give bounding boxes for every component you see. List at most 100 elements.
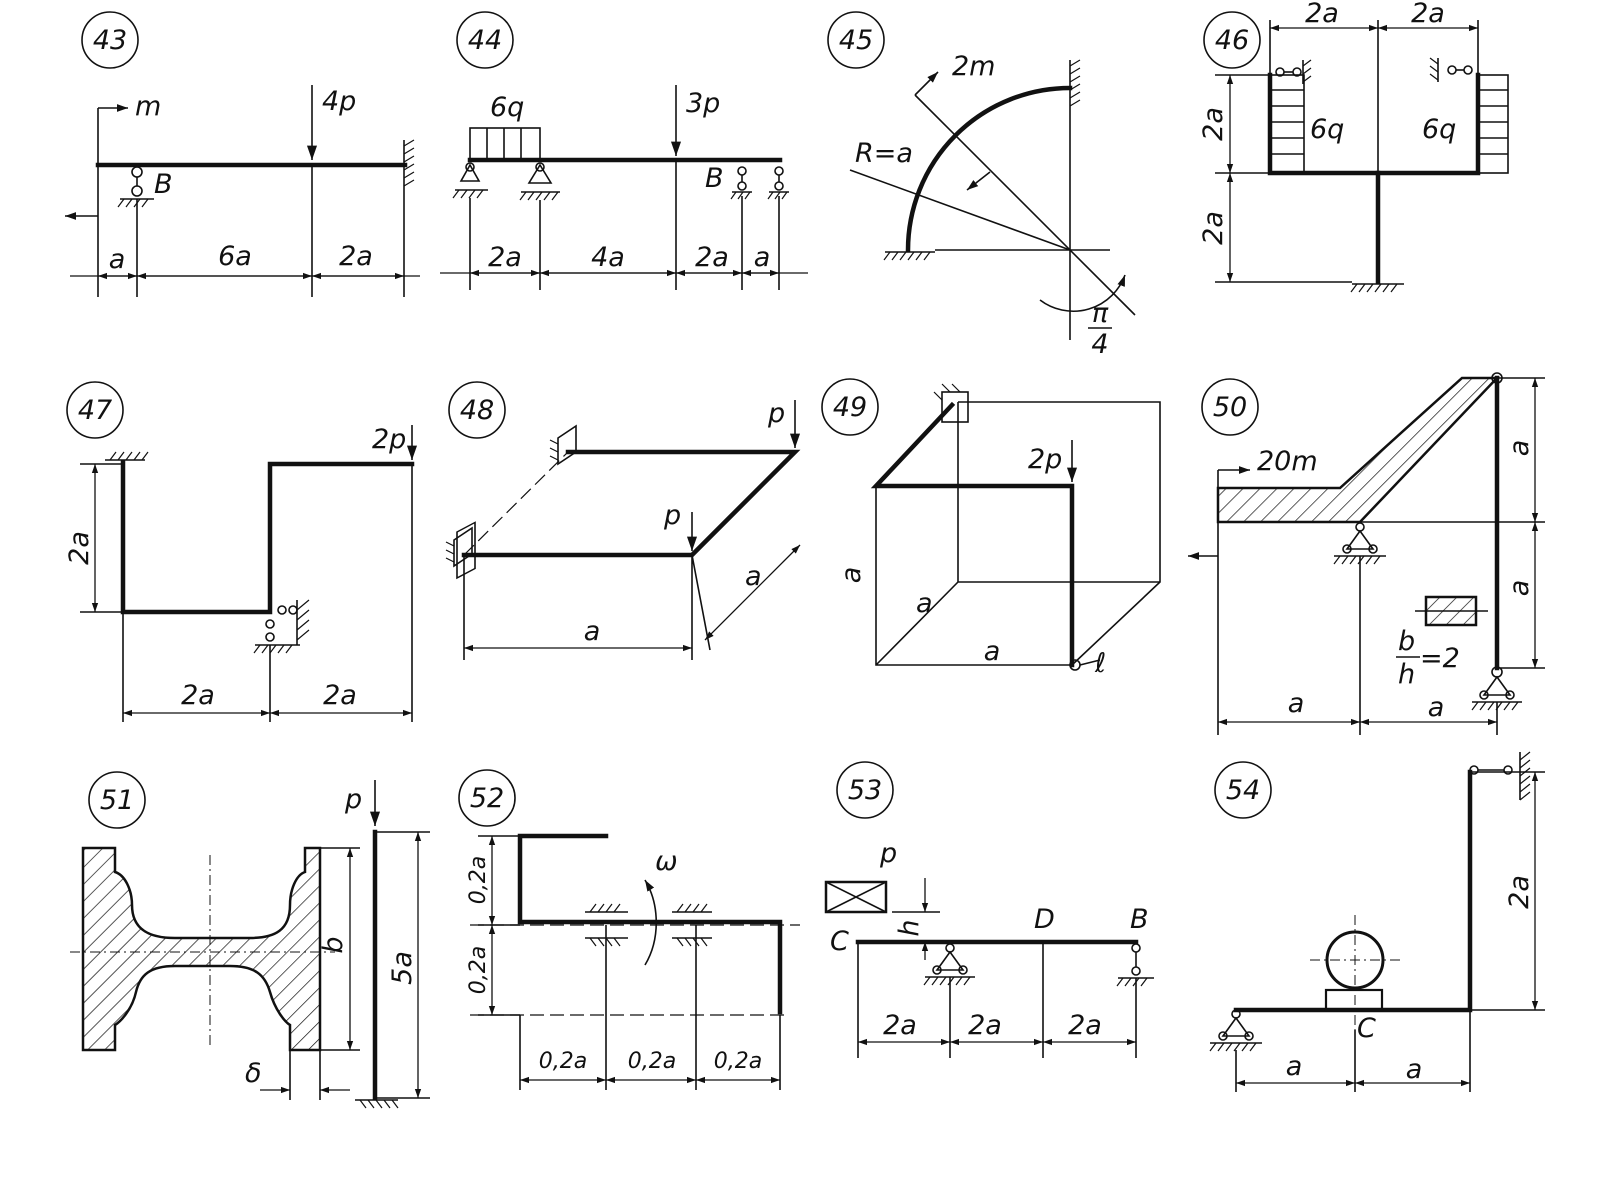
problem-50: 50 20m b h =2 a a (1188, 372, 1545, 735)
dim-label: 2a (695, 242, 729, 273)
dim-label: 0,2a (539, 1049, 587, 1074)
clamp (557, 424, 577, 466)
ext-lines (469, 160, 780, 290)
load-label: 6q (1422, 114, 1456, 145)
ext-lines (478, 835, 520, 1016)
dim-label: 2a (1198, 211, 1229, 245)
load-lines (1270, 89, 1304, 155)
hinge (1131, 966, 1141, 976)
problem-51: 51 b δ p 5a (70, 771, 430, 1109)
dim-label: a (1406, 1054, 1423, 1085)
dim-label: a (1504, 580, 1535, 597)
hinge (1503, 765, 1513, 775)
problem-number: 51 (100, 785, 134, 816)
ext-lines (1269, 20, 1479, 173)
moment-label: m (135, 91, 161, 122)
angle-numerator: π (1092, 298, 1109, 329)
problem-number: 54 (1226, 775, 1260, 806)
clamp (453, 526, 473, 568)
hinge (535, 162, 545, 172)
ground-hatch (1209, 1042, 1257, 1052)
dim-label: 0,2a (714, 1049, 762, 1074)
hinge (932, 965, 942, 975)
moment-label: 2m (952, 51, 995, 82)
dim-label: 0,2a (466, 946, 491, 994)
problem-53: 53 p h C D B 2a 2a 2a (824, 761, 1154, 1058)
load-lines (486, 128, 522, 160)
wall-hatch (1069, 59, 1081, 107)
wall-hatch (1519, 751, 1531, 801)
force-label: 4p (322, 86, 356, 117)
bearing-hatch (589, 903, 708, 947)
ground-hatch (1471, 701, 1519, 711)
hinge (288, 605, 298, 615)
force-label: p (663, 500, 681, 531)
ground-hatch (519, 191, 559, 201)
rotation-arrow (644, 879, 658, 966)
force-label: 2p (1028, 444, 1062, 475)
angle-arc (1039, 274, 1126, 313)
angle-denominator: 4 (1091, 329, 1108, 360)
wall-hatch (403, 139, 415, 187)
dim-label: 0,2a (466, 856, 491, 904)
frame (120, 459, 415, 615)
clamp (941, 391, 969, 423)
problem-45: 45 2m R=a π 4 (827, 11, 1136, 360)
problem-46: 46 6q 6q 2a 2a 2a 2a (1198, 0, 1509, 293)
dim-label: 5a (387, 951, 418, 985)
problem-number: 53 (848, 775, 882, 806)
dim-label: b (318, 936, 349, 953)
hinge (737, 181, 747, 191)
ground-hatch (253, 644, 293, 654)
ground-hatch (923, 976, 971, 986)
problem-number-circle (66, 381, 124, 439)
point-label: C (830, 926, 849, 957)
ground-hatch (1350, 283, 1398, 293)
dim-label: 2a (323, 680, 357, 711)
hinge (958, 965, 968, 975)
problem-44: 44 6q 3p B 2a 4 (440, 11, 808, 290)
problem-43: 43 m B 4p a 6a 2a (65, 11, 420, 297)
problem-number-circle (1203, 11, 1261, 69)
problem-number-circle (1214, 761, 1272, 819)
problem-47: 47 2p 2a 2a 2a (64, 381, 418, 722)
problem-number-circle (448, 381, 506, 439)
force-label: p (767, 398, 785, 429)
hinge (774, 181, 784, 191)
dim-label: 2a (64, 531, 95, 565)
point-label: C (1357, 1013, 1376, 1044)
ext-lines (1360, 377, 1545, 735)
problem-number: 49 (833, 392, 867, 423)
motor-base (1324, 988, 1384, 1012)
dim-label: 2a (1068, 1010, 1102, 1041)
cube-edges (875, 401, 1161, 666)
force-label: p (344, 784, 362, 815)
dim-label: 2a (339, 241, 373, 272)
dim-label: 2a (883, 1010, 917, 1041)
load-label: 6q (1310, 114, 1344, 145)
hinge (737, 166, 747, 176)
dim-label: a (984, 636, 1001, 667)
ratio-denominator: h (1398, 659, 1415, 690)
dim-label: a (1428, 692, 1445, 723)
dim-label: 2a (1411, 0, 1445, 29)
problem-number-circle (1201, 378, 1259, 436)
ext-lines (320, 847, 360, 1051)
clamp-hatch (933, 383, 961, 401)
problem-number: 47 (78, 395, 112, 426)
ext-lines (289, 1050, 321, 1100)
link (1079, 659, 1101, 666)
hinge (1447, 65, 1457, 75)
support-label: B (705, 163, 724, 194)
dim-label: a (916, 588, 933, 619)
force-label: 3p (686, 88, 720, 119)
dim-label: a (109, 244, 126, 275)
point-label: B (1130, 904, 1149, 935)
distributed-load (1269, 74, 1305, 174)
ground-hatch (359, 1099, 399, 1109)
dim-label: 2a (181, 680, 215, 711)
hinge (1244, 1031, 1254, 1041)
ext-lines (1235, 1010, 1471, 1092)
force-label: 2p (372, 424, 406, 455)
